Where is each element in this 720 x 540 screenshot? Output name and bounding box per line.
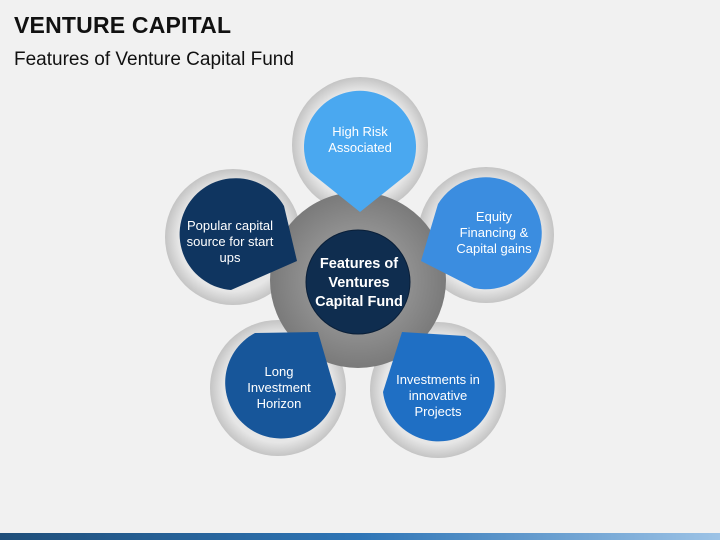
petal-label-long-investment: Long Investment Horizon	[247, 364, 311, 411]
petal-equity-financing	[421, 177, 542, 290]
slide-title: VENTURE CAPITAL	[14, 12, 232, 38]
bottom-accent-bar	[0, 533, 720, 540]
petal-label-innovative-projects: Investments in innovative Projects	[396, 372, 480, 419]
petal-high-risk	[304, 90, 416, 212]
center-label: Features of Ventures Capital Fund	[315, 255, 403, 310]
petal-label-high-risk: High Risk Associated	[328, 124, 392, 155]
petal-label-equity-financing: Equity Financing & Capital gains	[456, 209, 532, 256]
petal-innovative-projects	[383, 332, 495, 442]
petal-long-investment	[225, 332, 336, 439]
petal-label-popular-capital: Popular capital source for start ups	[186, 218, 274, 265]
petal-popular-capital	[179, 178, 297, 290]
slide-subtitle: Features of Venture Capital Fund	[14, 49, 294, 70]
center-circle	[305, 229, 411, 335]
